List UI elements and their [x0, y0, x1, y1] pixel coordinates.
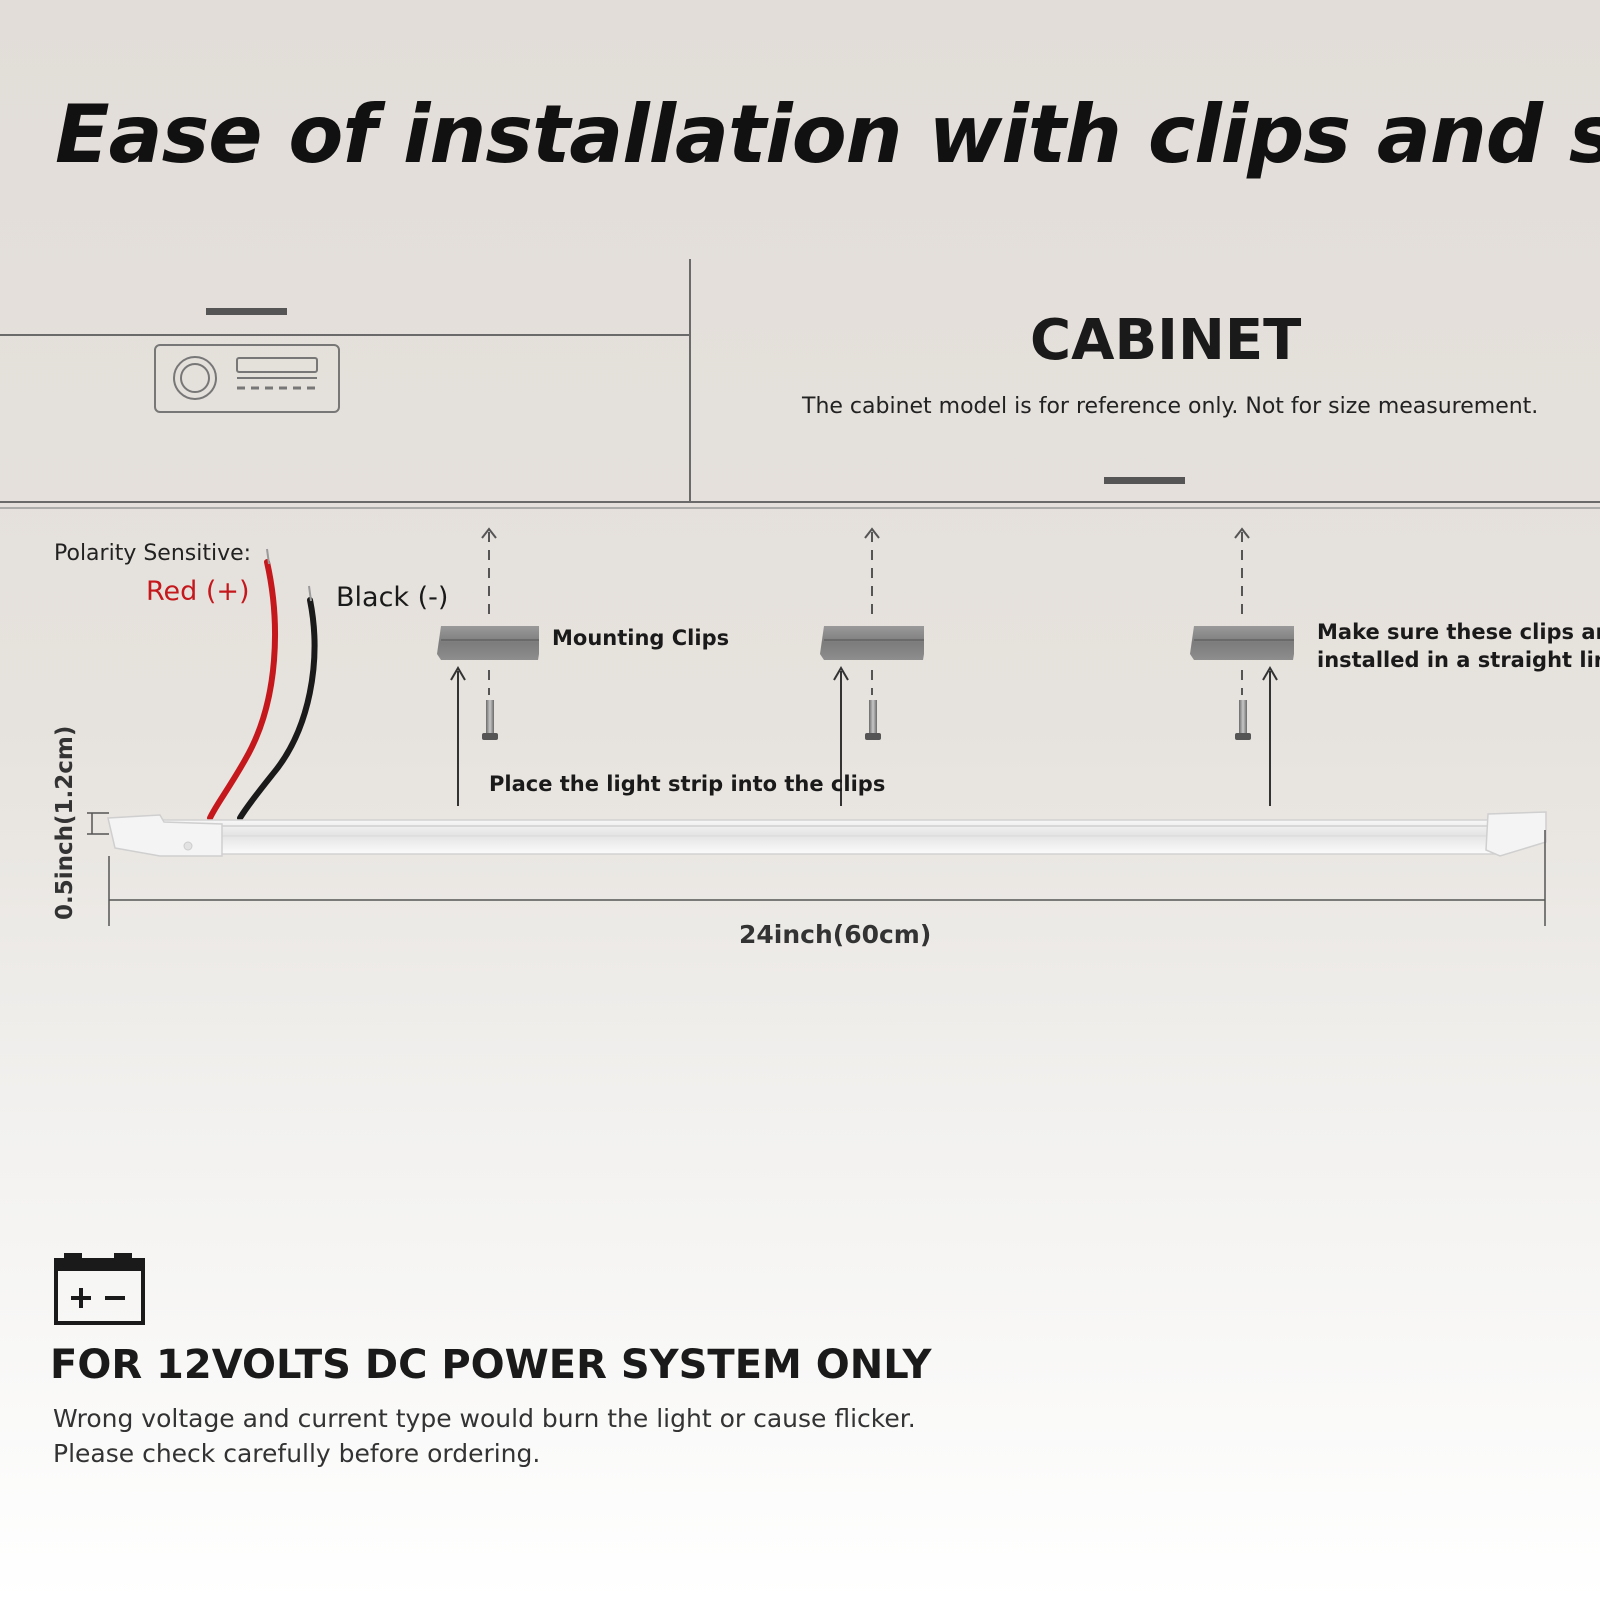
mounting-clip-1: [437, 527, 539, 740]
straight-line-note: Make sure these clips are installed in a…: [1317, 618, 1600, 674]
mounting-clip-3: [1190, 527, 1294, 740]
black-wire: [237, 597, 318, 821]
drawer-handle: [206, 308, 287, 315]
led-light-bar: [107, 811, 1547, 857]
black-wire-tip: [308, 585, 312, 602]
mounting-clips-label: Mounting Clips: [552, 626, 730, 650]
wire-leads: [207, 548, 318, 821]
power-warning-line-1: Wrong voltage and current type would bur…: [53, 1404, 916, 1433]
black-wire-label: Black (-): [336, 582, 449, 613]
screw-icon: [869, 700, 877, 736]
battery-icon: [54, 1253, 145, 1325]
end-cap-right: [1485, 811, 1547, 857]
dimension-lines: [87, 812, 1546, 926]
radio-icon: [154, 344, 340, 413]
red-wire: [207, 559, 278, 821]
mounting-clip-2: [820, 527, 924, 740]
red-wire-label: Red (+): [146, 576, 250, 607]
cabinet-note: The cabinet model is for reference only.…: [802, 394, 1539, 419]
red-wire-tip: [266, 548, 270, 565]
cabinet-label: CABINET: [1030, 308, 1302, 373]
straight-line-note-line-1: Make sure these clips are: [1317, 620, 1600, 644]
power-warning-line-2: Please check carefully before ordering.: [53, 1439, 541, 1468]
width-dimension-label: 24inch(60cm): [739, 920, 932, 949]
power-title: FOR 12VOLTS DC POWER SYSTEM ONLY: [50, 1342, 932, 1388]
door-handle: [1104, 477, 1185, 484]
insert-arrows: [450, 666, 1278, 806]
screw-icon: [486, 700, 494, 736]
end-cap-left: [107, 814, 223, 857]
height-dimension-label: 0.5inch(1.2cm): [52, 725, 78, 920]
straight-line-note-line-2: installed in a straight line: [1317, 648, 1600, 672]
page-title: Ease of installation with clips and scre…: [55, 88, 1600, 181]
cabinet-outline: [0, 259, 1600, 509]
screw-icon: [1239, 700, 1247, 736]
polarity-label: Polarity Sensitive:: [54, 541, 252, 566]
place-strip-label: Place the light strip into the clips: [489, 772, 886, 796]
